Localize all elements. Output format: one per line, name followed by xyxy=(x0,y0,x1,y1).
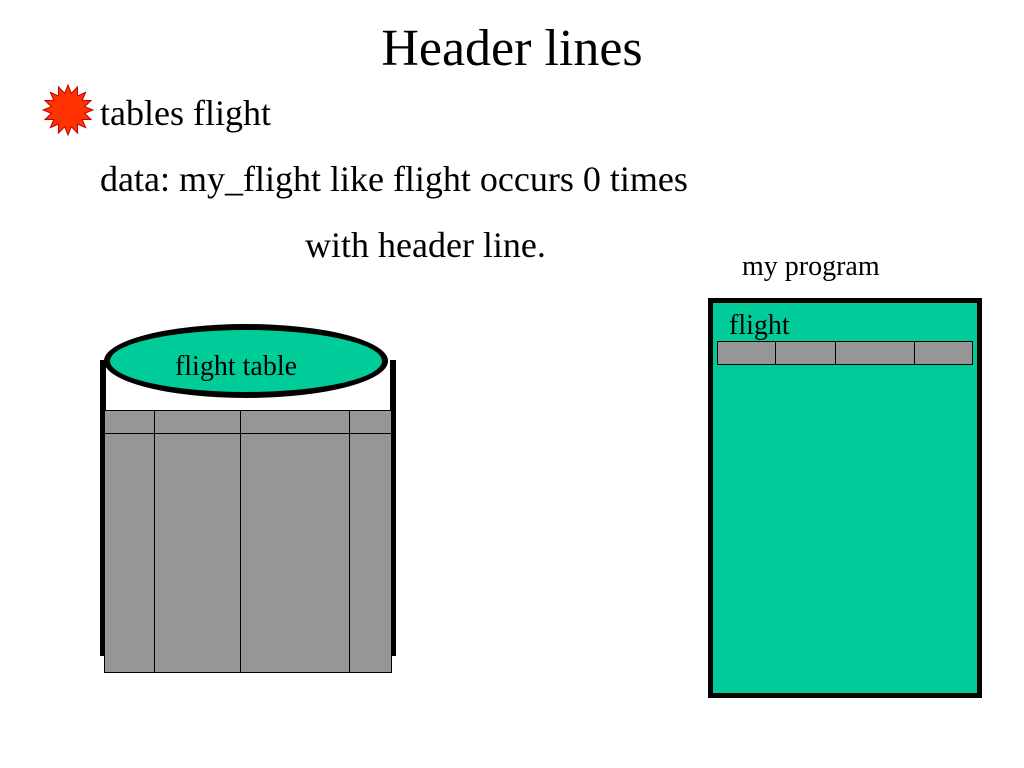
table-cell xyxy=(104,433,155,673)
header-line-row xyxy=(716,341,974,365)
header-line-field xyxy=(835,341,915,365)
database-label: flight table xyxy=(174,351,298,382)
header-line-field xyxy=(775,341,837,365)
program-caption: my program xyxy=(742,251,880,282)
header-line-structure xyxy=(716,341,974,365)
slide-title: Header lines xyxy=(381,20,643,77)
table-cell xyxy=(239,433,351,673)
table-cell xyxy=(349,433,392,673)
table-cell xyxy=(349,410,392,434)
table-cell xyxy=(104,410,155,434)
cylinder-left-wall xyxy=(100,360,106,656)
table-body-row xyxy=(104,433,392,673)
table-cell xyxy=(153,410,241,434)
database-cylinder: flight table xyxy=(96,320,402,680)
table-cell xyxy=(153,433,241,673)
starburst-bullet-icon xyxy=(42,84,94,136)
program-box: flight xyxy=(708,298,982,698)
code-line-tables: tables flight xyxy=(100,93,271,133)
header-line-field xyxy=(913,341,974,365)
header-line-label: flight xyxy=(729,310,790,341)
header-line-field xyxy=(716,341,777,365)
code-line-data: data: my_flight like flight occurs 0 tim… xyxy=(100,159,688,199)
cylinder-right-wall xyxy=(390,360,396,656)
database-table-grid xyxy=(104,410,392,673)
table-header-row xyxy=(104,410,392,434)
cylinder-top-ellipse xyxy=(104,324,388,398)
code-line-header: with header line. xyxy=(305,225,546,265)
table-cell xyxy=(239,410,351,434)
